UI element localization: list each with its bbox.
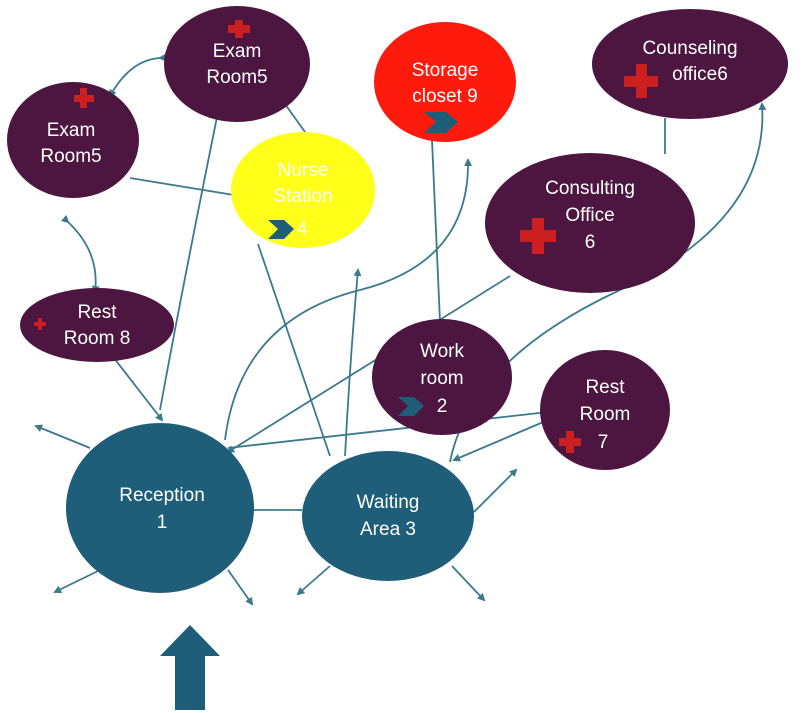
rest-room-7-line1: Rest — [585, 377, 625, 398]
edge-reception-rest7 — [227, 411, 549, 449]
chevron-icon — [268, 220, 294, 239]
edge-waiting-out-se — [451, 565, 486, 602]
node-rest-room-7[interactable]: Rest Room 7 — [540, 350, 670, 470]
work-room-line3: 2 — [437, 396, 448, 417]
edge-reception-out-nw — [34, 424, 91, 449]
node-consulting-office[interactable]: Consulting Office 6 — [485, 153, 695, 293]
reception-line2: 1 — [157, 512, 168, 533]
rest-room-8-line1: Rest — [77, 302, 117, 323]
chevron-icon — [398, 397, 424, 416]
storage-closet-shape — [374, 22, 516, 142]
edge-reception-out-se — [227, 569, 254, 606]
edge-waiting-out-ne — [473, 468, 518, 513]
edge-consulting-reception — [226, 275, 511, 454]
edge-exam-top-nurse — [284, 103, 306, 133]
consulting-office-line3: 6 — [585, 232, 596, 253]
exam-room-left-line1: Exam — [47, 120, 96, 141]
rest-room-7-line2: Room — [580, 404, 631, 425]
node-rest-room-8[interactable]: Rest Room 8 — [20, 288, 174, 362]
nurse-station-line1: Nurse — [278, 160, 329, 181]
consulting-office-line1: Consulting — [545, 178, 635, 199]
node-reception[interactable]: Reception 1 — [66, 423, 254, 593]
exam-room-left-shape — [7, 82, 139, 198]
edge-waiting-out-sw — [296, 565, 331, 596]
exam-room-top-shape — [164, 6, 310, 122]
red-cross-icon — [74, 88, 94, 108]
chevron-icon — [424, 112, 458, 133]
nurse-station-line3: 4 — [297, 219, 308, 240]
exam-room-top-line1: Exam — [213, 41, 262, 62]
edge-exam-left-nurse — [129, 177, 241, 197]
edge-reception-out-sw — [53, 569, 101, 593]
edge-reception-storage — [224, 158, 473, 441]
reception-line1: Reception — [119, 485, 205, 506]
work-room-line2: room — [420, 368, 463, 389]
rest-room-8-shape — [20, 288, 174, 362]
edge-exam-left-rest8 — [60, 214, 100, 294]
work-room-shape — [372, 319, 512, 435]
edge-waiting-up — [344, 268, 362, 457]
consulting-office-shape — [485, 153, 695, 293]
rest-room-7-line3: 7 — [598, 432, 609, 453]
waiting-area-line1: Waiting — [357, 492, 420, 513]
edge-rest7-waiting — [452, 419, 549, 462]
consulting-office-line2: Office — [565, 205, 614, 226]
node-exam-room-left[interactable]: Exam Room5 — [7, 82, 139, 198]
edge-storage-workroom — [431, 139, 441, 323]
red-cross-icon — [520, 218, 556, 254]
node-storage-closet[interactable]: Storage closet 9 — [374, 22, 516, 142]
exam-room-left-line2: Room5 — [40, 146, 101, 167]
node-counseling-office[interactable]: Counseling office6 — [592, 9, 788, 119]
nurse-station-line2: Station — [273, 186, 332, 207]
rest-room-8-line2: Room 8 — [64, 328, 131, 349]
waiting-area-line2: Area 3 — [360, 519, 416, 540]
storage-closet-line2: closet 9 — [412, 86, 477, 107]
entrance-arrow-icon — [160, 625, 220, 710]
node-nurse-station[interactable]: Nurse Station 4 — [231, 132, 375, 248]
red-cross-icon — [624, 64, 658, 98]
node-exam-room-top[interactable]: Exam Room5 — [164, 6, 310, 122]
edge-reception-exam-top — [159, 110, 221, 411]
nurse-station-shape — [231, 132, 375, 248]
edge-nurse-waiting — [257, 243, 331, 457]
exam-room-top-line2: Room5 — [206, 67, 267, 88]
red-cross-icon — [34, 318, 46, 330]
waiting-area-shape — [302, 451, 474, 581]
red-cross-icon — [559, 431, 581, 453]
node-waiting-area[interactable]: Waiting Area 3 — [302, 451, 474, 581]
counseling-office-line2: office6 — [672, 64, 728, 85]
node-work-room[interactable]: Work room 2 — [372, 319, 512, 435]
reception-shape — [66, 423, 254, 593]
edge-exam-top-exam-left — [109, 53, 167, 98]
storage-closet-line1: Storage — [412, 60, 479, 81]
work-room-line1: Work — [420, 341, 464, 362]
counseling-office-line1: Counseling — [642, 38, 737, 59]
red-cross-icon — [228, 20, 250, 38]
